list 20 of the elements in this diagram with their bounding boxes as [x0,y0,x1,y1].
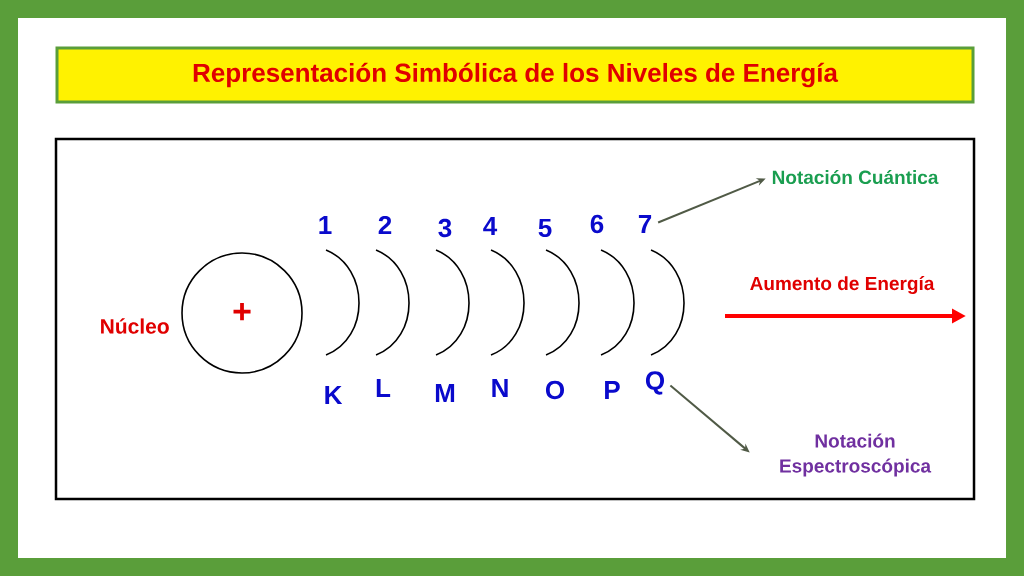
shell-letter: N [492,379,508,397]
shell-number: 5 [538,218,552,238]
shell-number: 6 [590,214,604,234]
shell-letter: P [605,381,620,399]
energy-label: Aumento de Energía [750,276,935,294]
shell-label: 7 [638,215,652,233]
title-banner: Representación Simbólica de los Niveles de Energía [55,46,975,104]
shell-number: 3 [438,218,452,238]
shell-number: 2 [378,215,392,235]
notation-label: Notación Espectroscópica [780,433,932,477]
shell-letter: M [435,384,455,402]
shell-letter: K [325,386,343,404]
shell-letter: L [376,379,391,397]
shell-number: 1 [319,216,332,234]
shell-label: Q [645,371,665,395]
shell-number: 4 [483,217,498,235]
notation-label: Notación Cuántica [772,169,939,185]
nucleus-caption: Núcleo [101,318,169,334]
panel-frame [54,137,976,501]
shell-letter: O [545,380,565,400]
